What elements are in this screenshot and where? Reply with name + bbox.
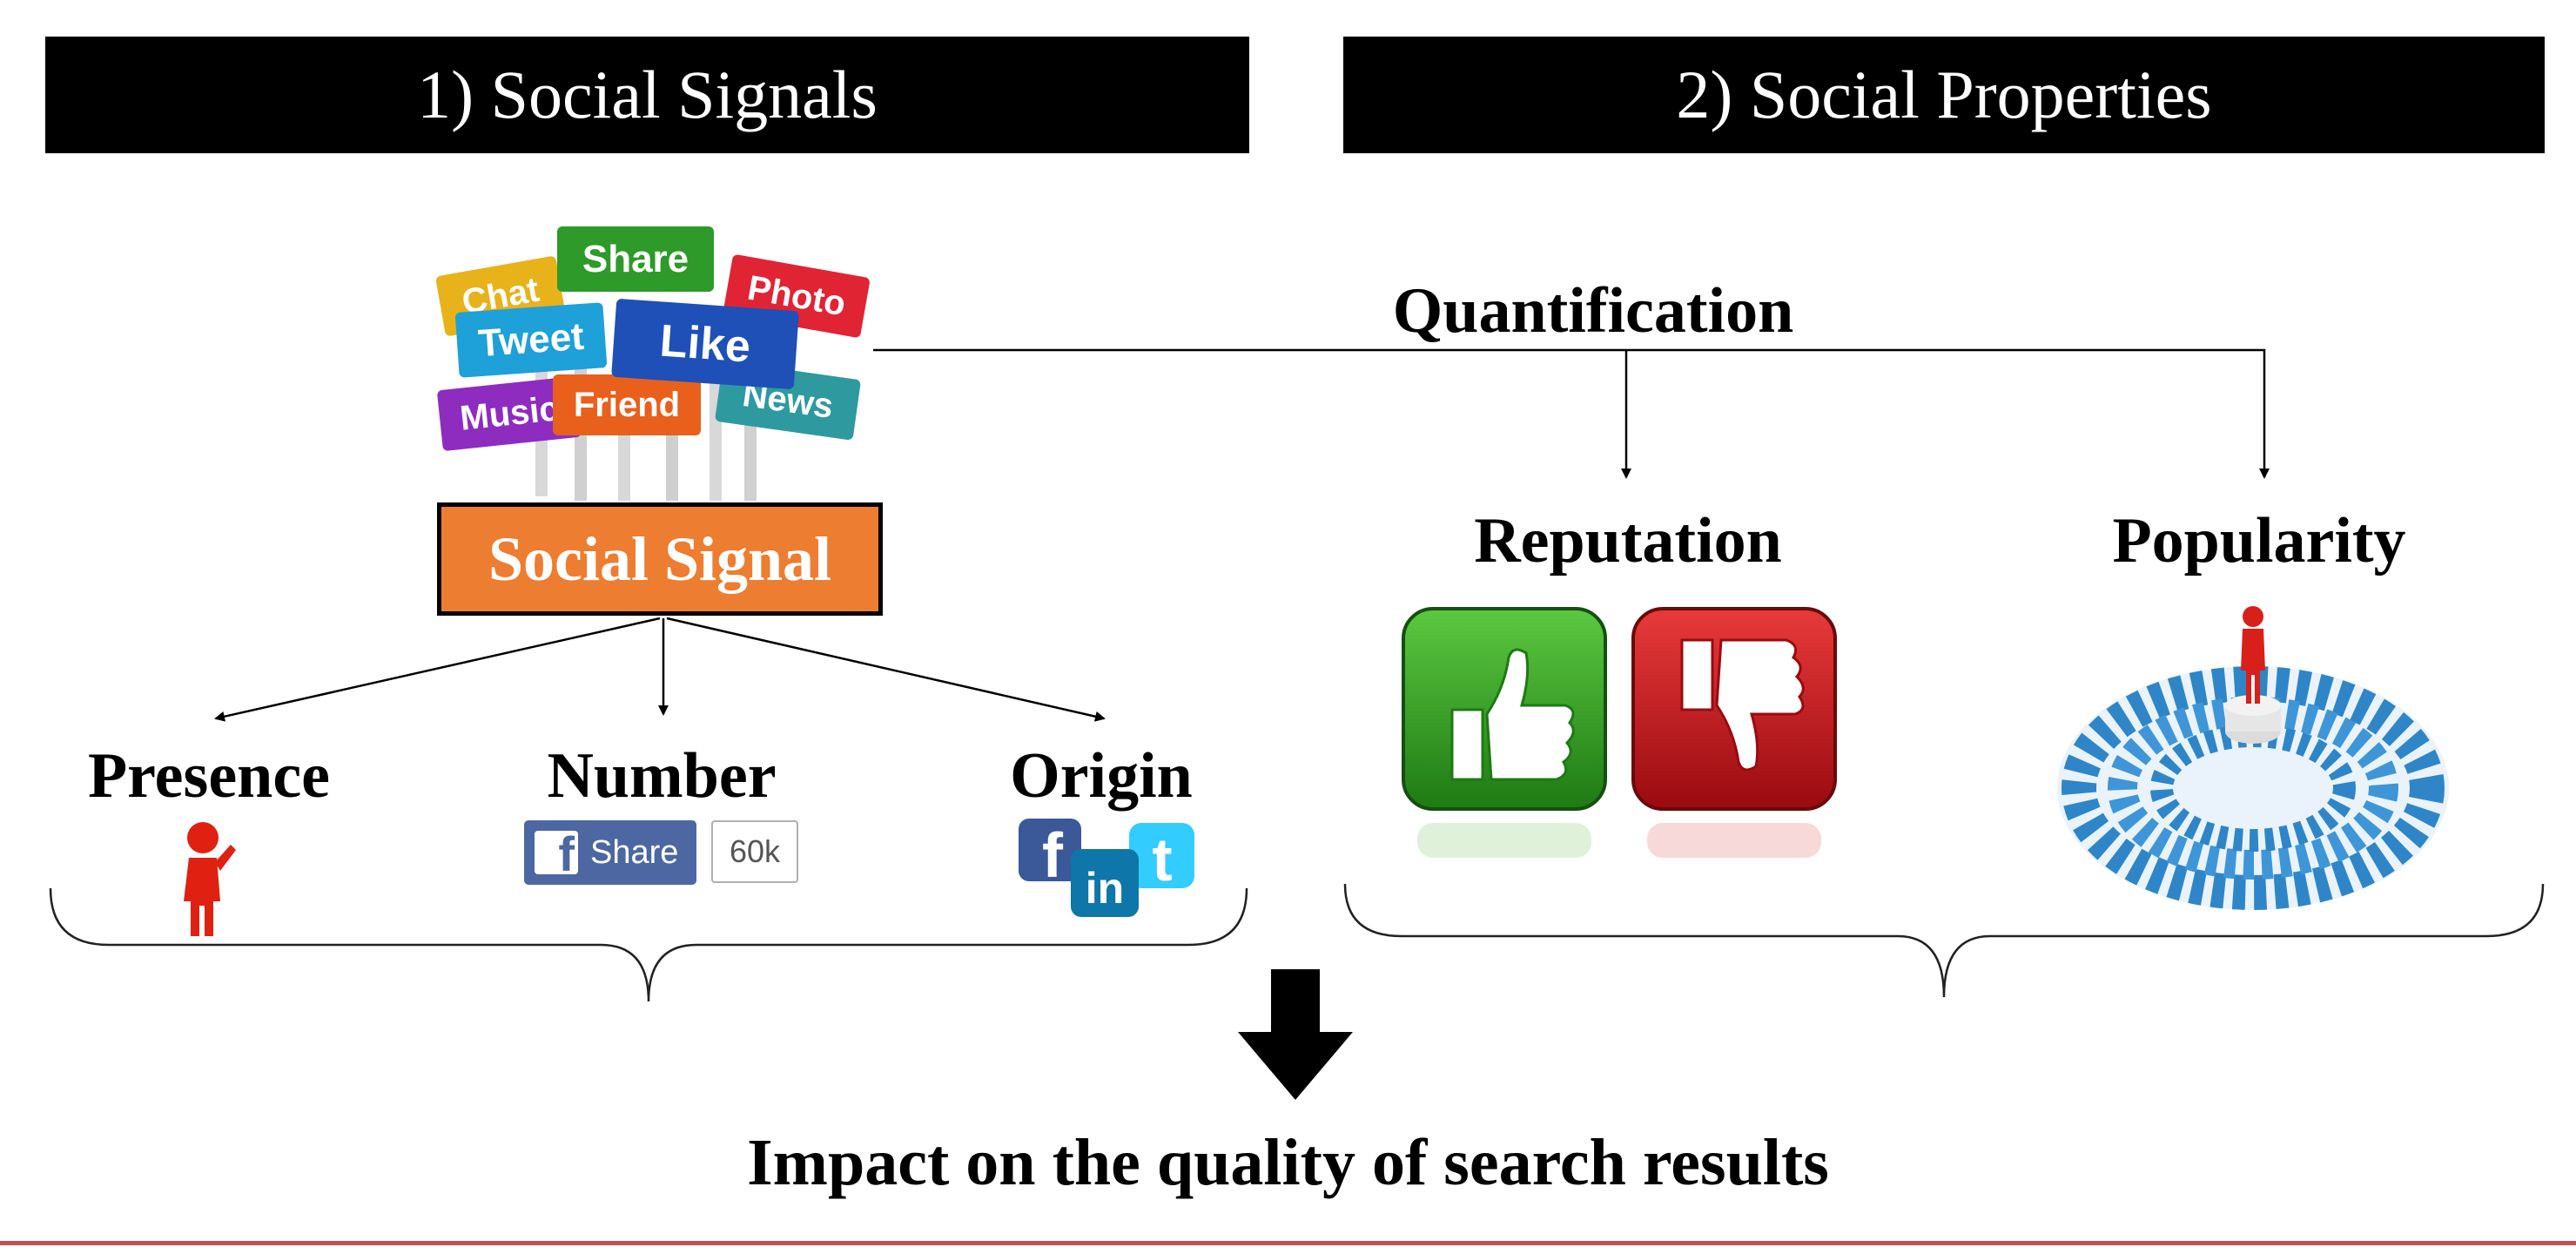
- svg-text:Friend: Friend: [574, 386, 680, 424]
- svg-text:f: f: [1042, 821, 1064, 891]
- svg-text:in: in: [1086, 864, 1124, 913]
- svg-text:Tweet: Tweet: [477, 315, 586, 365]
- social-signals-title: 1) Social Signals: [417, 57, 878, 132]
- thumbs-down-icon: [1631, 607, 1837, 858]
- bottom-rule: [0, 1241, 2576, 1245]
- crowd-icon: [2057, 606, 2449, 910]
- thumbs-up-icon: [1402, 607, 1607, 858]
- facebook-share-button: f Share: [524, 820, 696, 885]
- presence-label: Presence: [87, 740, 331, 812]
- left-brace: [49, 887, 1248, 1002]
- arrow-to-presence: [214, 617, 661, 722]
- social-signal-box: Social Signal: [437, 502, 883, 616]
- down-arrow-icon: [1238, 969, 1353, 1100]
- social-signals-banner: 1) Social Signals: [45, 37, 1249, 153]
- social-signal-label: Social Signal: [488, 523, 832, 594]
- right-brace: [1343, 883, 2545, 998]
- facebook-f-glyph: f: [558, 831, 575, 874]
- social-signs-icon: Chat Photo Music News Friend Share Tweet…: [435, 226, 870, 501]
- number-label: Number: [547, 740, 777, 812]
- share-count: 60k: [711, 820, 798, 883]
- presence-person-icon: [184, 822, 236, 936]
- facebook-icon: f: [1019, 819, 1081, 891]
- social-properties-banner: 2) Social Properties: [1343, 37, 2545, 153]
- svg-text:Like: Like: [658, 315, 752, 372]
- share-button-label: Share: [590, 833, 679, 871]
- svg-text:t: t: [1152, 826, 1172, 893]
- social-properties-title: 2) Social Properties: [1676, 57, 2212, 132]
- share-count-value: 60k: [729, 833, 781, 869]
- svg-text:Share: Share: [582, 238, 689, 280]
- popularity-label: Popularity: [2112, 505, 2406, 576]
- arrow-to-origin: [666, 617, 1106, 722]
- quantification-line: [873, 348, 2270, 479]
- facebook-share-icon: f Share 60k: [524, 819, 799, 887]
- quantification-label: Quantification: [1392, 275, 1794, 347]
- origin-icons: f t in: [1019, 819, 1194, 917]
- reputation-label: Reputation: [1474, 505, 1782, 576]
- conclusion-text: Impact on the quality of search results: [747, 1126, 1829, 1199]
- twitter-icon: t: [1129, 823, 1194, 893]
- linkedin-icon: in: [1071, 849, 1139, 917]
- origin-label: Origin: [1010, 740, 1193, 812]
